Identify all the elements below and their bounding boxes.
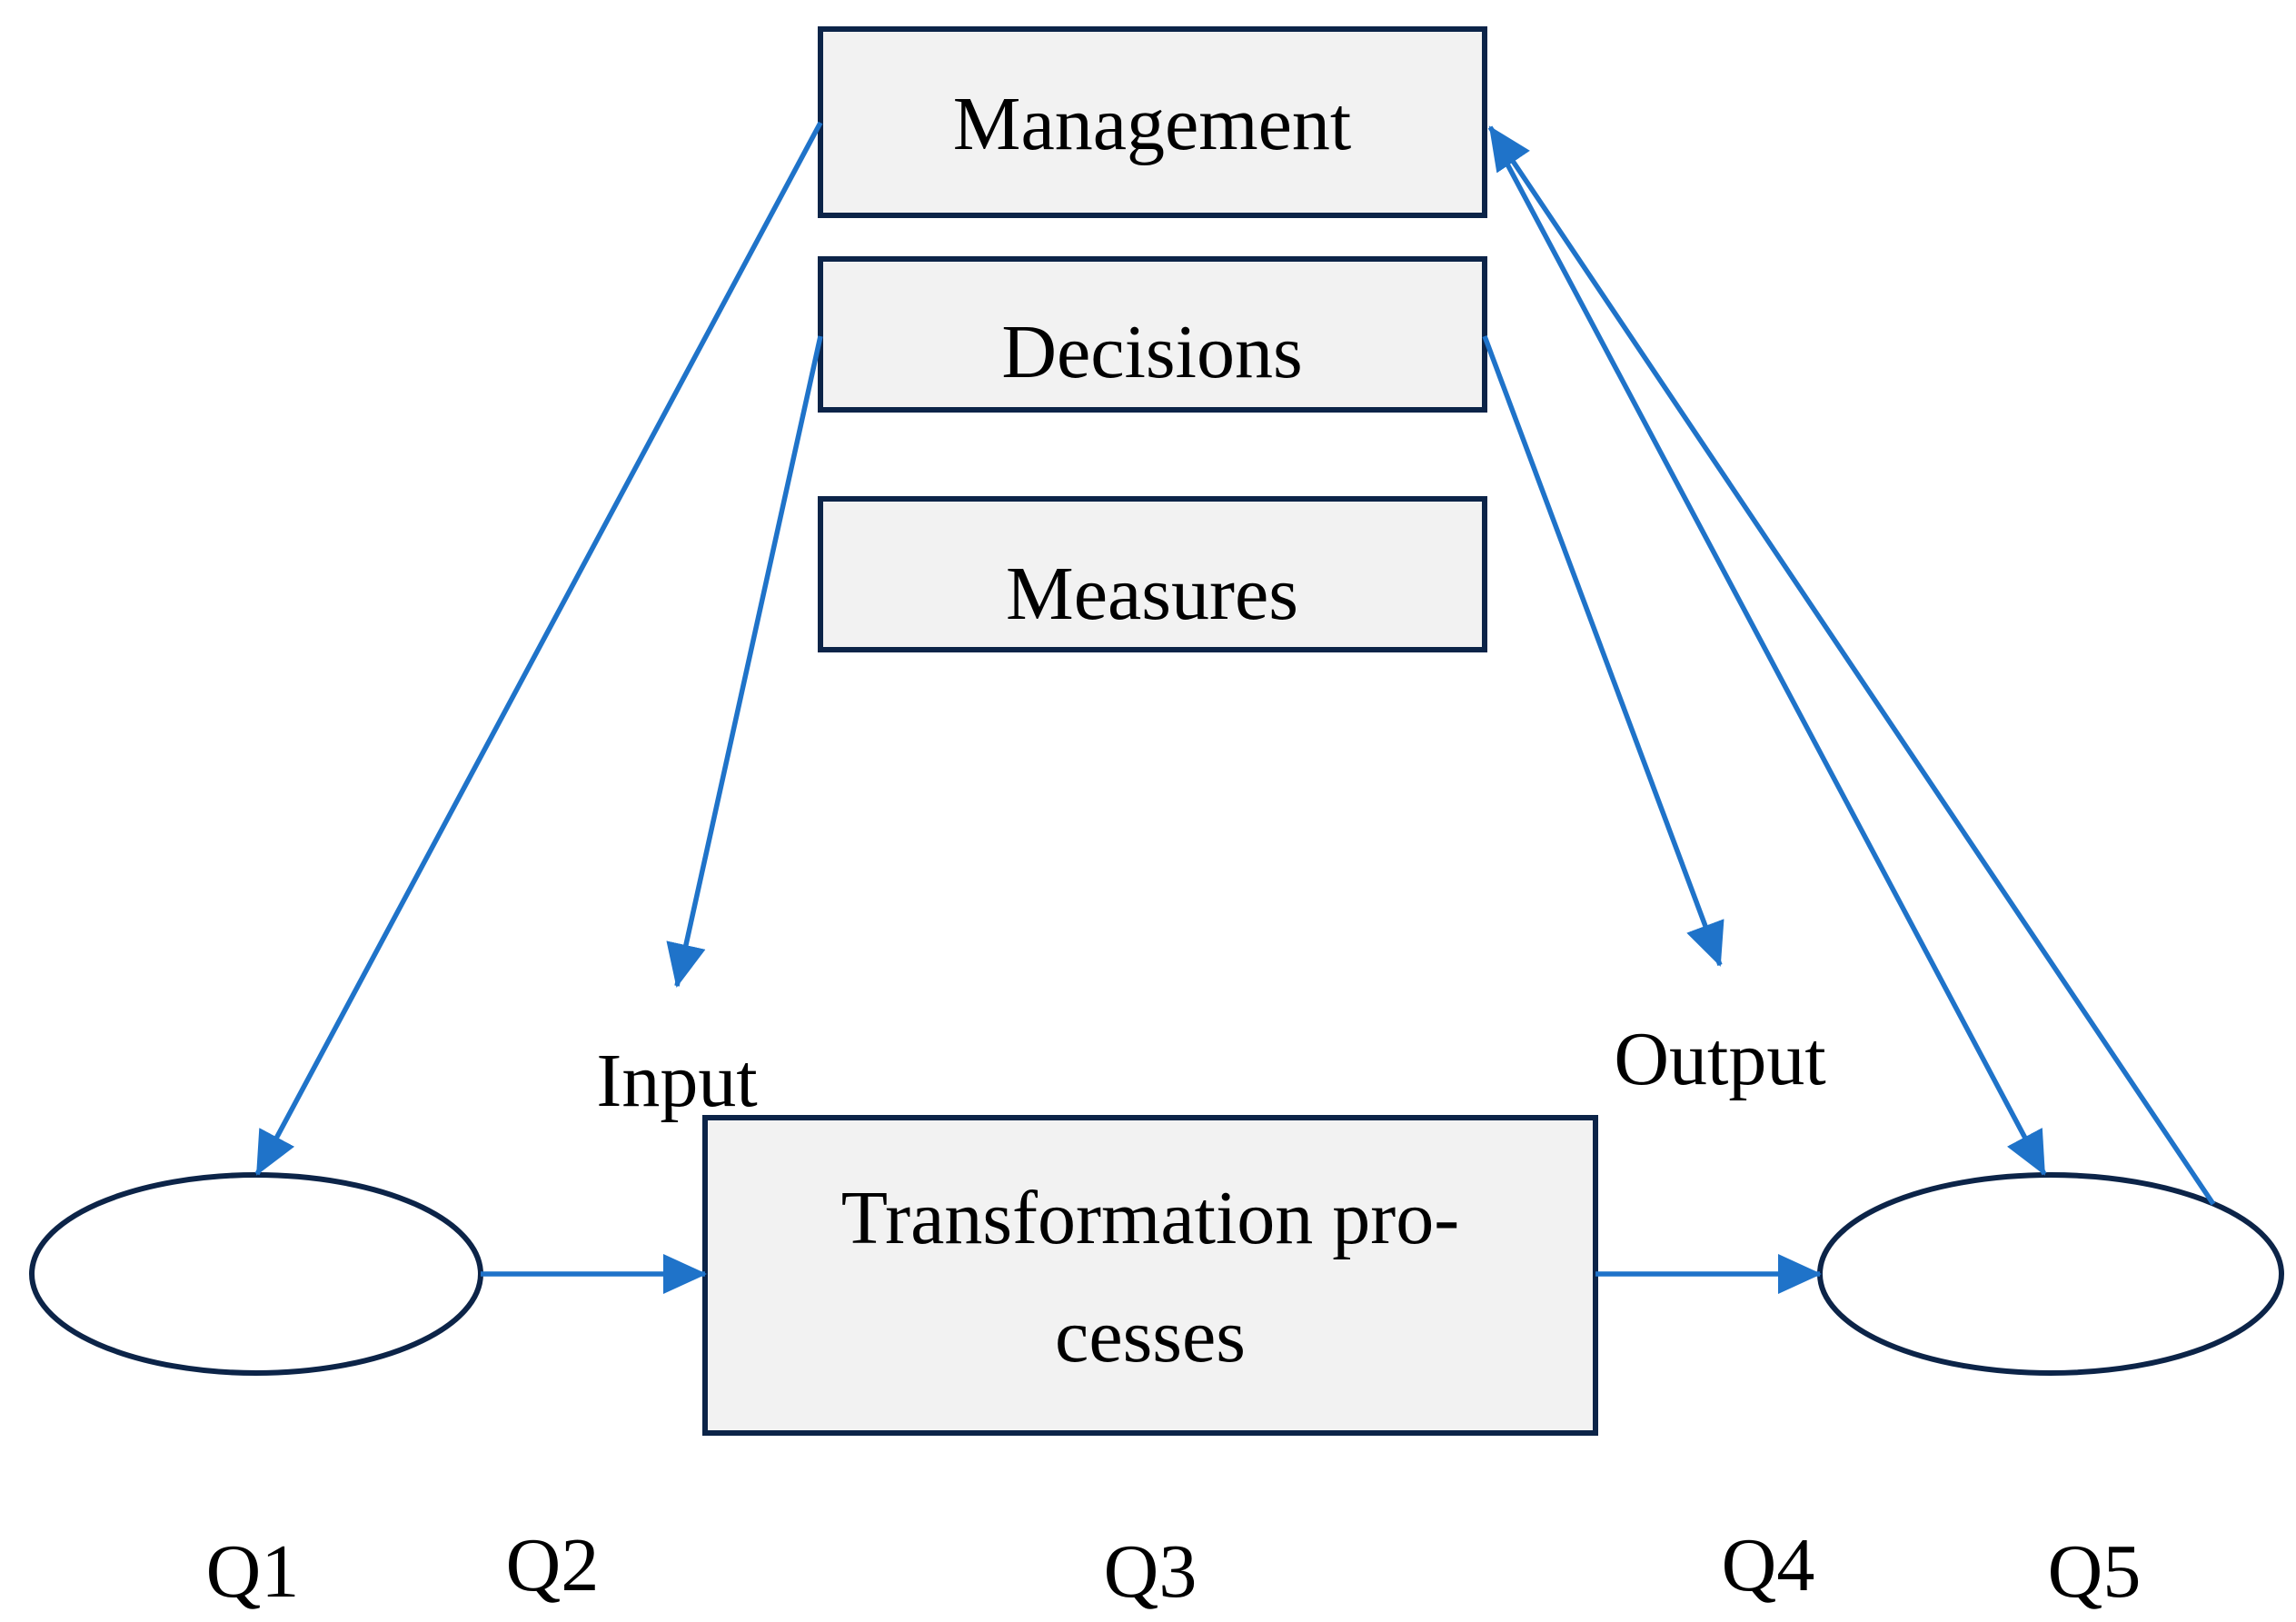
measures-box: Measures [818, 496, 1487, 652]
q5-label: Q5 [2048, 1529, 2142, 1614]
q3-label: Q3 [1104, 1529, 1198, 1614]
output-label: Output [1614, 1017, 1825, 1101]
transformation-label-line1: Transformation pro- [841, 1176, 1460, 1260]
transformation-label-line2: cesses [1055, 1294, 1246, 1378]
left-ellipse [29, 1172, 483, 1376]
decisions-box: Decisions [818, 256, 1487, 413]
q1-label: Q1 [206, 1529, 300, 1614]
arrow-management-to-left-ellipse [254, 121, 823, 1176]
arrow-decisions-to-output [1482, 335, 1724, 967]
management-box: Management [818, 26, 1487, 218]
transformation-box: Transformation pro- cesses [702, 1115, 1598, 1436]
arrow-management-to-right-ellipse [1495, 144, 2047, 1176]
decisions-label: Decisions [1001, 310, 1302, 394]
q4-label: Q4 [1722, 1523, 1815, 1607]
measures-label: Measures [1006, 552, 1298, 636]
q2-label: Q2 [506, 1523, 600, 1607]
arrow-decisions-to-input [666, 335, 823, 988]
management-label: Management [953, 82, 1352, 166]
arrow-feedback-to-management [1487, 125, 2216, 1206]
input-label: Input [596, 1039, 757, 1123]
